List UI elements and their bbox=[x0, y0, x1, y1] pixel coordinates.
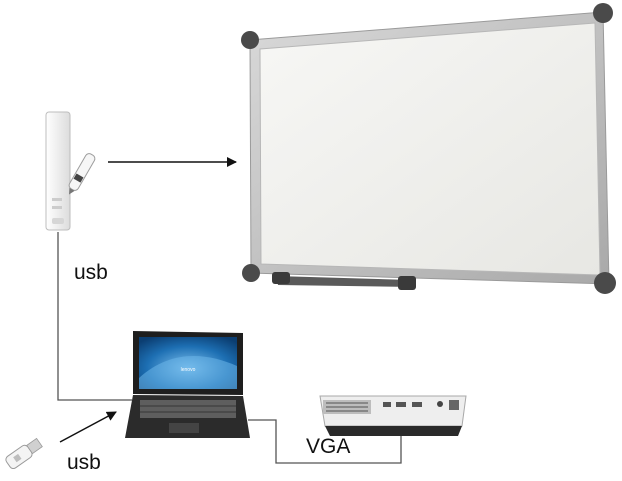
vga-label: VGA bbox=[306, 435, 351, 458]
stylus-pen-icon bbox=[68, 153, 96, 195]
usb-dongle-icon bbox=[5, 437, 43, 470]
tracking-device-icon bbox=[45, 111, 71, 231]
vga-cable bbox=[248, 419, 402, 464]
dongle-to-laptop-arrow bbox=[59, 411, 117, 443]
laptop-icon: lenovo bbox=[125, 331, 250, 438]
laptop-brand: lenovo bbox=[181, 367, 196, 373]
usb-label-top: usb bbox=[74, 261, 108, 284]
usb-cable-device-laptop bbox=[57, 232, 132, 401]
whiteboard-icon bbox=[241, 3, 616, 294]
usb-label-bottom: usb bbox=[67, 451, 101, 474]
projector-icon bbox=[319, 395, 467, 436]
